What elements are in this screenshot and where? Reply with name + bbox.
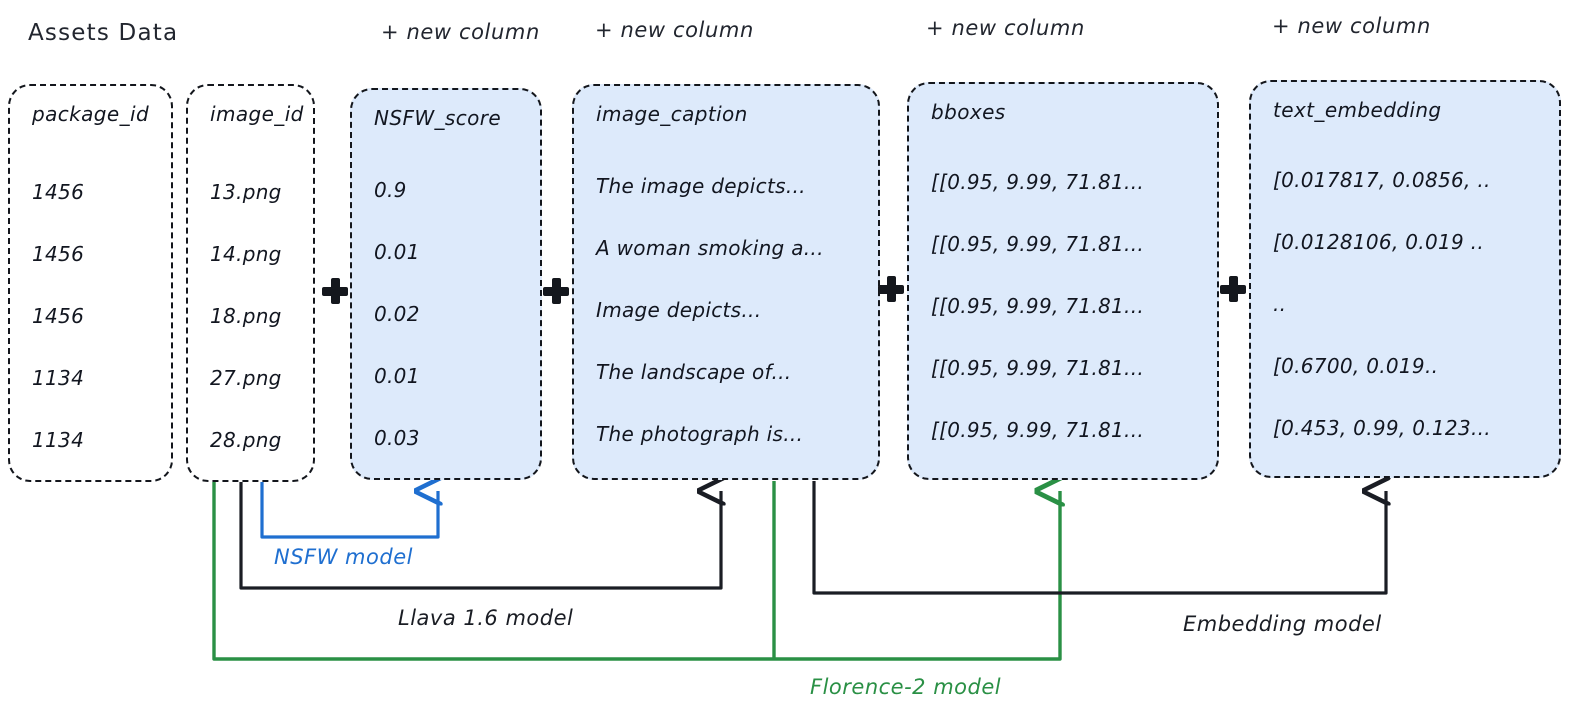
table-cell: [0.453, 0.99, 0.123... (1273, 416, 1491, 440)
connector-florence-model (212, 481, 1060, 661)
plus-icon-2 (543, 278, 569, 304)
connector-llava-model (239, 481, 721, 590)
plus-icon-1 (322, 278, 348, 304)
table-cell: The image depicts... (596, 174, 806, 198)
connector-embedding-model (812, 481, 1386, 595)
table-cell: 0.03 (374, 426, 420, 450)
table-cell: [0.0128106, 0.019 .. (1273, 230, 1484, 254)
new-column-label-embedding: + new column (1272, 14, 1431, 38)
table-cell: 13.png (210, 180, 282, 204)
table-cell: [[0.95, 9.99, 71.81... (931, 418, 1145, 442)
plus-icon-3 (878, 276, 904, 302)
column-nsfw-score[interactable]: NSFW_score 0.9 0.01 0.02 0.01 0.03 (350, 88, 542, 480)
column-header: image_caption (596, 102, 748, 126)
column-text-embedding[interactable]: text_embedding [0.017817, 0.0856, .. [0.… (1249, 80, 1561, 478)
connector-label-embedding-model: Embedding model (1183, 612, 1382, 636)
table-cell: 0.02 (374, 302, 420, 326)
connector-label-florence-model: Florence-2 model (810, 675, 1002, 699)
table-cell: 1134 (32, 366, 85, 390)
table-cell: 1134 (32, 428, 85, 452)
table-cell: The photograph is... (596, 422, 804, 446)
table-cell: 1456 (32, 242, 85, 266)
column-image-id[interactable]: image_id 13.png 14.png 18.png 27.png 28.… (186, 84, 315, 482)
table-cell: [[0.95, 9.99, 71.81... (931, 294, 1145, 318)
column-header: text_embedding (1273, 98, 1442, 122)
table-cell: [0.6700, 0.019.. (1273, 354, 1439, 378)
column-header: image_id (210, 102, 304, 126)
table-cell: [[0.95, 9.99, 71.81... (931, 232, 1145, 256)
new-column-label-caption: + new column (595, 18, 754, 42)
new-column-label-bboxes: + new column (926, 16, 1085, 40)
table-cell: 1456 (32, 180, 85, 204)
column-package-id[interactable]: package_id 1456 1456 1456 1134 1134 (8, 84, 173, 482)
table-cell: .. (1273, 292, 1287, 316)
table-cell: 1456 (32, 304, 85, 328)
table-cell: 0.01 (374, 240, 420, 264)
column-header: NSFW_score (374, 106, 502, 130)
column-header: package_id (32, 102, 150, 126)
table-cell: 0.01 (374, 364, 420, 388)
table-cell: 14.png (210, 242, 282, 266)
connector-label-nsfw-model: NSFW model (274, 545, 413, 569)
table-cell: The landscape of... (596, 360, 792, 384)
column-header: bboxes (931, 100, 1006, 124)
table-cell: 18.png (210, 304, 282, 328)
plus-icon-4 (1220, 276, 1246, 302)
table-cell: [0.017817, 0.0856, .. (1273, 168, 1491, 192)
table-cell: [[0.95, 9.99, 71.81... (931, 170, 1145, 194)
table-cell: 28.png (210, 428, 282, 452)
table-cell: Image depicts... (596, 298, 762, 322)
table-cell: A woman smoking a... (596, 236, 824, 260)
table-cell: 27.png (210, 366, 282, 390)
column-bboxes[interactable]: bboxes [[0.95, 9.99, 71.81... [[0.95, 9.… (907, 82, 1219, 480)
column-image-caption[interactable]: image_caption The image depicts... A wom… (572, 84, 880, 480)
new-column-label-nsfw: + new column (381, 20, 540, 44)
connector-nsfw-model (260, 481, 438, 539)
connector-label-llava-model: Llava 1.6 model (398, 606, 574, 630)
page-title: Assets Data (28, 20, 179, 46)
table-cell: 0.9 (374, 178, 407, 202)
table-cell: [[0.95, 9.99, 71.81... (931, 356, 1145, 380)
